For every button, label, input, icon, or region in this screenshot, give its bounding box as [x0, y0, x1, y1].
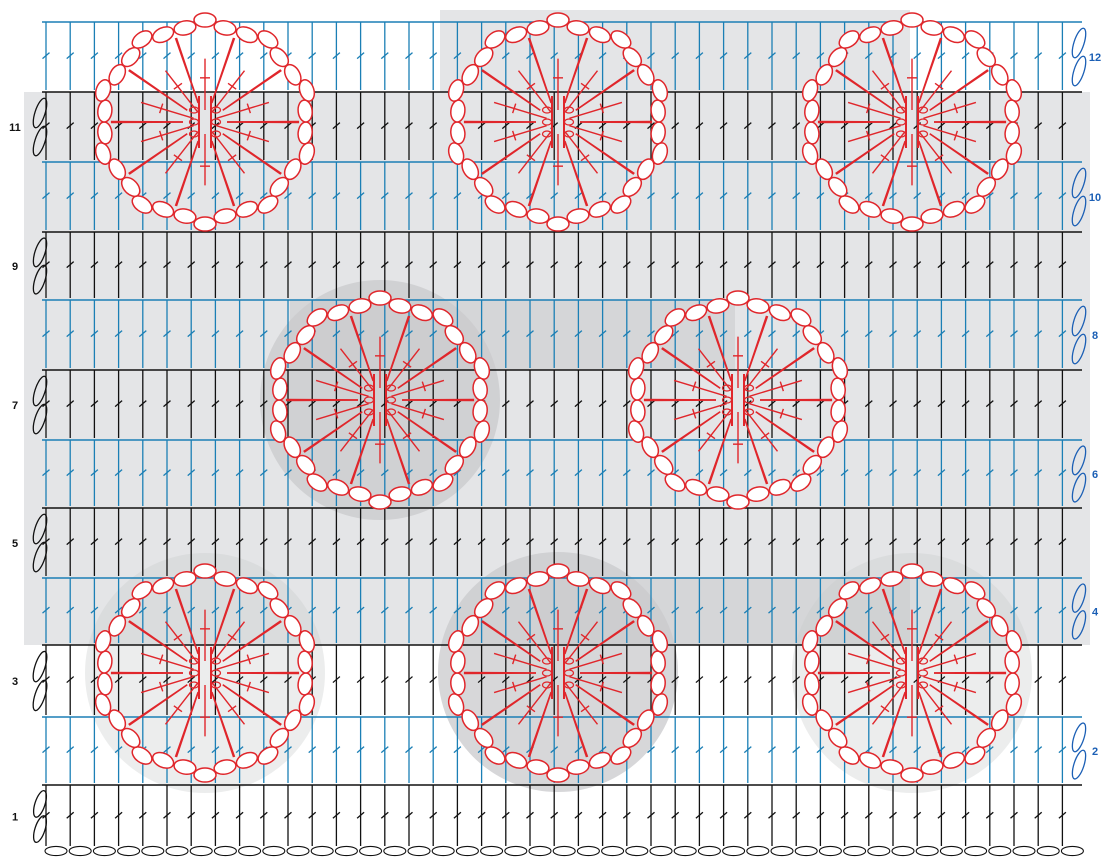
chain-stitch [553, 846, 575, 855]
chain-loop [234, 24, 260, 46]
chain-stitch [45, 846, 67, 855]
chain-stitch [456, 846, 478, 855]
turning-chain [30, 650, 49, 712]
chain-stitch [989, 846, 1011, 855]
turning-chain [1069, 27, 1088, 87]
chain-stitch [287, 846, 309, 855]
row-number-11: 11 [9, 122, 21, 134]
stitch-row [42, 785, 1082, 846]
chain-stitch [214, 846, 236, 855]
chain-stitch [1061, 846, 1083, 855]
chain-loop [727, 291, 749, 305]
chain-loop [369, 495, 391, 509]
chain-stitch [335, 846, 357, 855]
chain-stitch [481, 846, 503, 855]
chain-stitch [505, 846, 527, 855]
chain-stitch [940, 846, 962, 855]
chain-loop [547, 564, 569, 578]
chain-stitch [384, 846, 406, 855]
row-number-5: 5 [12, 538, 18, 550]
chain-stitch [868, 846, 890, 855]
row-number-12: 12 [1089, 52, 1101, 64]
chain-loop [941, 24, 967, 46]
chain-loop [901, 13, 923, 27]
turning-chain-loop [1070, 749, 1089, 781]
chain-stitch [360, 846, 382, 855]
turning-chain-loop [30, 679, 49, 712]
chain-stitch [408, 846, 430, 855]
chain-stitch [529, 846, 551, 855]
chain-loop [194, 564, 216, 578]
chain-stitch [1037, 846, 1059, 855]
chain-stitch [190, 846, 212, 855]
chain-stitch [674, 846, 696, 855]
chain-stitch [142, 846, 164, 855]
chain-stitch [795, 846, 817, 855]
spoke-bar [174, 83, 182, 89]
chain-stitch [965, 846, 987, 855]
foundation-chain [45, 846, 1083, 855]
chain-loop [547, 13, 569, 27]
chain-loop [727, 495, 749, 509]
chain-stitch [650, 846, 672, 855]
row-number-6: 6 [1092, 469, 1098, 481]
spoke-bar [228, 83, 236, 89]
chain-stitch [892, 846, 914, 855]
chain-stitch [916, 846, 938, 855]
chain-loop [194, 768, 216, 782]
chain-loop [547, 768, 569, 782]
chain-stitch [698, 846, 720, 855]
chain-loop [547, 217, 569, 231]
chain-stitch [93, 846, 115, 855]
chain-stitch [819, 846, 841, 855]
chain-stitch [771, 846, 793, 855]
turning-chain-loop [1069, 55, 1088, 87]
chain-stitch [844, 846, 866, 855]
row-number-4: 4 [1092, 607, 1099, 619]
turning-chain-loop [1070, 722, 1089, 754]
row-number-8: 8 [1092, 330, 1098, 342]
chain-stitch [723, 846, 745, 855]
chain-stitch [602, 846, 624, 855]
row-number-3: 3 [12, 676, 18, 688]
row-number-7: 7 [12, 400, 18, 412]
row-number-2: 2 [1092, 746, 1098, 758]
chain-loop [901, 564, 923, 578]
chain-loop [901, 217, 923, 231]
chain-stitch [69, 846, 91, 855]
chain-loop [150, 24, 176, 46]
chain-stitch [747, 846, 769, 855]
chain-stitch [118, 846, 140, 855]
chain-stitch [432, 846, 454, 855]
chain-stitch [263, 846, 285, 855]
row-number-10: 10 [1089, 192, 1101, 204]
chain-stitch [166, 846, 188, 855]
turning-chain-loop [1069, 27, 1088, 59]
chain-loop [194, 217, 216, 231]
chain-stitch [311, 846, 333, 855]
chain-stitch [577, 846, 599, 855]
turning-chain [1070, 722, 1089, 781]
row-number-9: 9 [12, 261, 18, 273]
chain-loop [194, 13, 216, 27]
chain-stitch [626, 846, 648, 855]
chain-loop [901, 768, 923, 782]
chain-loop [369, 291, 391, 305]
row-number-1: 1 [12, 812, 18, 824]
chain-stitch [239, 846, 261, 855]
chain-stitch [1013, 846, 1035, 855]
